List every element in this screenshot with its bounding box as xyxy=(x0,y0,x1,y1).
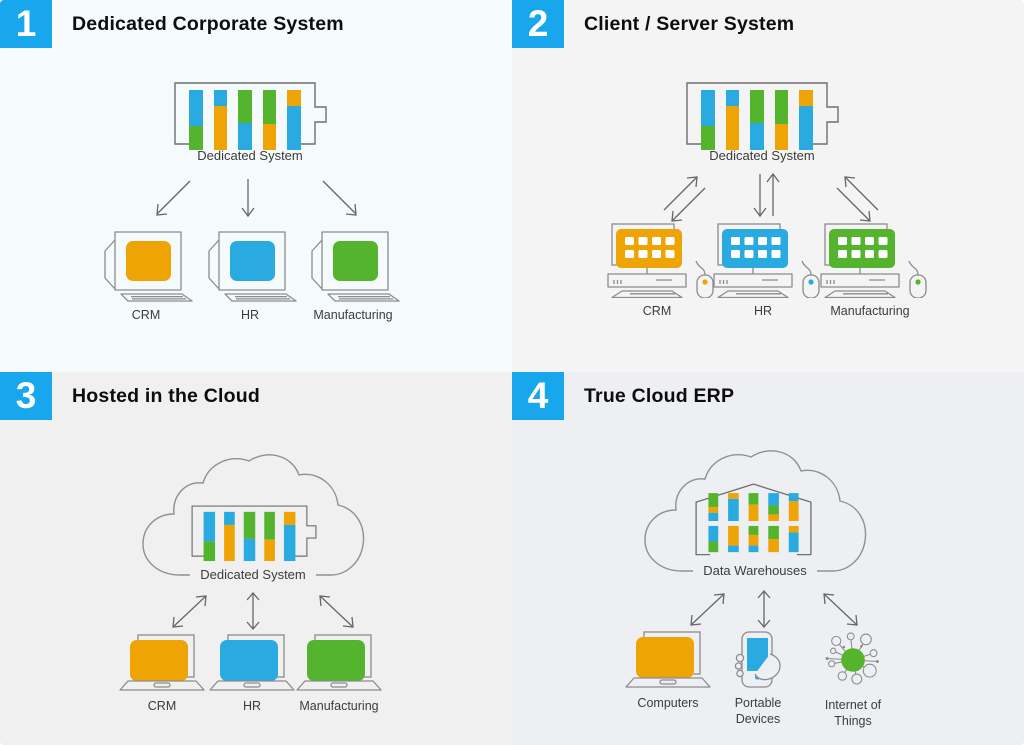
cloud-hub: Dedicated System xyxy=(138,448,368,588)
step-number-badge: 1 xyxy=(0,0,52,48)
server-data-bars xyxy=(203,511,296,562)
two-way-diagonal-arrows-icon xyxy=(663,176,706,222)
device-label: CRM xyxy=(147,699,177,713)
quadrant-title: Hosted in the Cloud xyxy=(72,385,260,407)
device-internet-of-things: Internet of Things xyxy=(818,628,888,730)
double-headed-diagonal-arrow-icon xyxy=(690,593,725,626)
device-hr: HR xyxy=(702,222,824,319)
server-outline-icon xyxy=(686,82,839,145)
server-outline-icon xyxy=(191,505,317,557)
step-number-badge: 3 xyxy=(0,372,52,420)
device-label: HR xyxy=(242,699,262,713)
iot-network-icon xyxy=(825,632,879,685)
desktop-computer-icon xyxy=(820,223,927,298)
device-label: CRM xyxy=(642,304,672,318)
quadrant-title: True Cloud ERP xyxy=(584,385,735,407)
double-headed-vertical-arrow-icon xyxy=(757,590,771,628)
device-label: Manufacturing xyxy=(830,304,910,318)
desktop-computer-icon xyxy=(607,223,714,298)
dedicated-server-icon xyxy=(682,78,842,152)
device-manufacturing: Manufacturing xyxy=(291,633,387,714)
cloud-icon xyxy=(644,450,867,572)
device-crm: CRM xyxy=(596,222,718,319)
quadrant-title: Client / Server System xyxy=(584,13,795,35)
laptop-icon xyxy=(119,634,205,691)
device-label: HR xyxy=(753,304,773,318)
device-label: Computers xyxy=(637,696,699,710)
device-hr: HR xyxy=(204,633,300,714)
warehouse-data-bars-row xyxy=(708,525,799,553)
device-manufacturing: Manufacturing xyxy=(809,222,931,319)
hub-label: Dedicated System xyxy=(197,148,303,163)
double-headed-diagonal-arrow-icon xyxy=(319,595,354,628)
dedicated-server-icon xyxy=(170,78,330,152)
device-label: Manufacturing xyxy=(313,308,393,322)
double-headed-diagonal-arrow-icon xyxy=(823,593,858,626)
device-computers: Computers xyxy=(620,630,716,711)
server-data-bars xyxy=(701,90,813,150)
step-number: 4 xyxy=(527,375,549,416)
dedicated-server-icon xyxy=(188,502,319,563)
hub-label: Dedicated System xyxy=(709,148,815,163)
crt-monitor-icon xyxy=(208,231,297,302)
double-headed-vertical-arrow-icon xyxy=(246,592,260,630)
quadrant-dedicated-corporate-system: 1 Dedicated Corporate System Dedicated S… xyxy=(0,0,512,372)
device-label: Portable Devices xyxy=(734,696,782,727)
device-crm: CRM xyxy=(114,633,210,714)
step-number: 3 xyxy=(15,375,37,416)
device-label: HR xyxy=(240,308,260,322)
device-label: Manufacturing xyxy=(299,699,379,713)
crt-monitor-icon xyxy=(311,231,400,302)
quadrant-hosted-in-the-cloud: 3 Hosted in the Cloud Dedicated System xyxy=(0,372,512,745)
device-hr: HR xyxy=(202,228,298,323)
server-data-bars xyxy=(189,90,301,150)
quadrant-client-server-system: 2 Client / Server System Dedicated Syste… xyxy=(512,0,1024,372)
device-manufacturing: Manufacturing xyxy=(305,228,401,323)
hub-label: Dedicated System xyxy=(138,567,368,582)
smartphone-in-hand-icon xyxy=(734,631,781,688)
two-way-vertical-arrows-icon xyxy=(753,172,780,218)
desktop-computer-icon xyxy=(713,223,820,298)
server-outline-icon xyxy=(174,82,327,145)
step-number: 2 xyxy=(527,3,549,44)
step-number-badge: 4 xyxy=(512,372,564,420)
warehouse-outline-icon xyxy=(695,483,812,556)
double-headed-diagonal-arrow-icon xyxy=(172,595,207,628)
quadrant-true-cloud-erp: 4 True Cloud ERP Data Warehouses xyxy=(512,372,1024,745)
data-warehouse-icon xyxy=(692,480,815,559)
device-portable-devices: Portable Devices xyxy=(726,630,790,728)
cloud-icon xyxy=(142,454,365,576)
step-number-badge: 2 xyxy=(512,0,564,48)
two-way-diagonal-arrows-icon xyxy=(836,176,879,222)
warehouse-data-bars-row xyxy=(708,493,799,521)
laptop-icon xyxy=(296,634,382,691)
hub-label: Data Warehouses xyxy=(640,563,870,578)
device-crm: CRM xyxy=(98,228,194,323)
cloud-hub: Data Warehouses xyxy=(640,444,870,584)
laptop-icon xyxy=(209,634,295,691)
arrow-down-left-icon xyxy=(156,180,191,216)
crt-monitor-icon xyxy=(104,231,193,302)
device-label: CRM xyxy=(131,308,161,322)
arrow-down-icon xyxy=(241,179,255,218)
quadrant-title: Dedicated Corporate System xyxy=(72,13,344,35)
arrow-down-right-icon xyxy=(322,180,357,216)
device-label: Internet of Things xyxy=(824,698,882,729)
laptop-icon xyxy=(625,631,711,688)
step-number: 1 xyxy=(15,3,37,44)
